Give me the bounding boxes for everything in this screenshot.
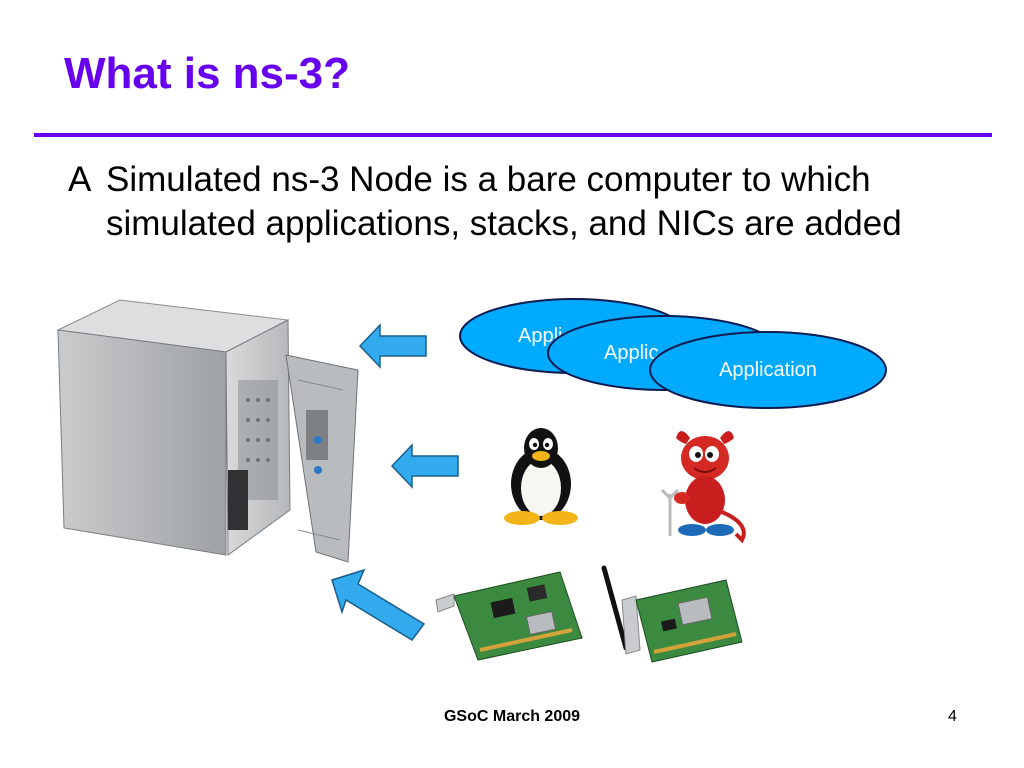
arrow-to-stacks: [390, 443, 459, 489]
linux-penguin-icon: [504, 428, 578, 525]
arrow-to-nics: [331, 568, 426, 641]
title-underline: [34, 133, 992, 137]
bullet-point: A Simulated ns-3 Node is a bare computer…: [68, 158, 968, 246]
application-label-1: Appli: [518, 325, 562, 347]
bsd-daemon-icon: [660, 431, 746, 544]
applications-group: Appli Applic Application: [459, 298, 887, 409]
bullet-text: Simulated ns-3 Node is a bare computer t…: [106, 160, 902, 243]
slide-number: 4: [948, 708, 957, 725]
wired-nic-icon: [435, 571, 583, 661]
application-label-3: Application: [719, 359, 817, 381]
slide-title: What is ns-3?: [64, 49, 351, 98]
slide-footer: GSoC March 2009: [443, 708, 581, 725]
wireless-nic-icon: [601, 565, 743, 663]
arrow-to-applications: [358, 323, 427, 369]
computer-case-icon: [56, 299, 359, 563]
bullet-marker: A: [68, 160, 92, 199]
application-label-2: Applic: [604, 342, 658, 364]
application-ellipse-3: Application: [649, 331, 887, 409]
